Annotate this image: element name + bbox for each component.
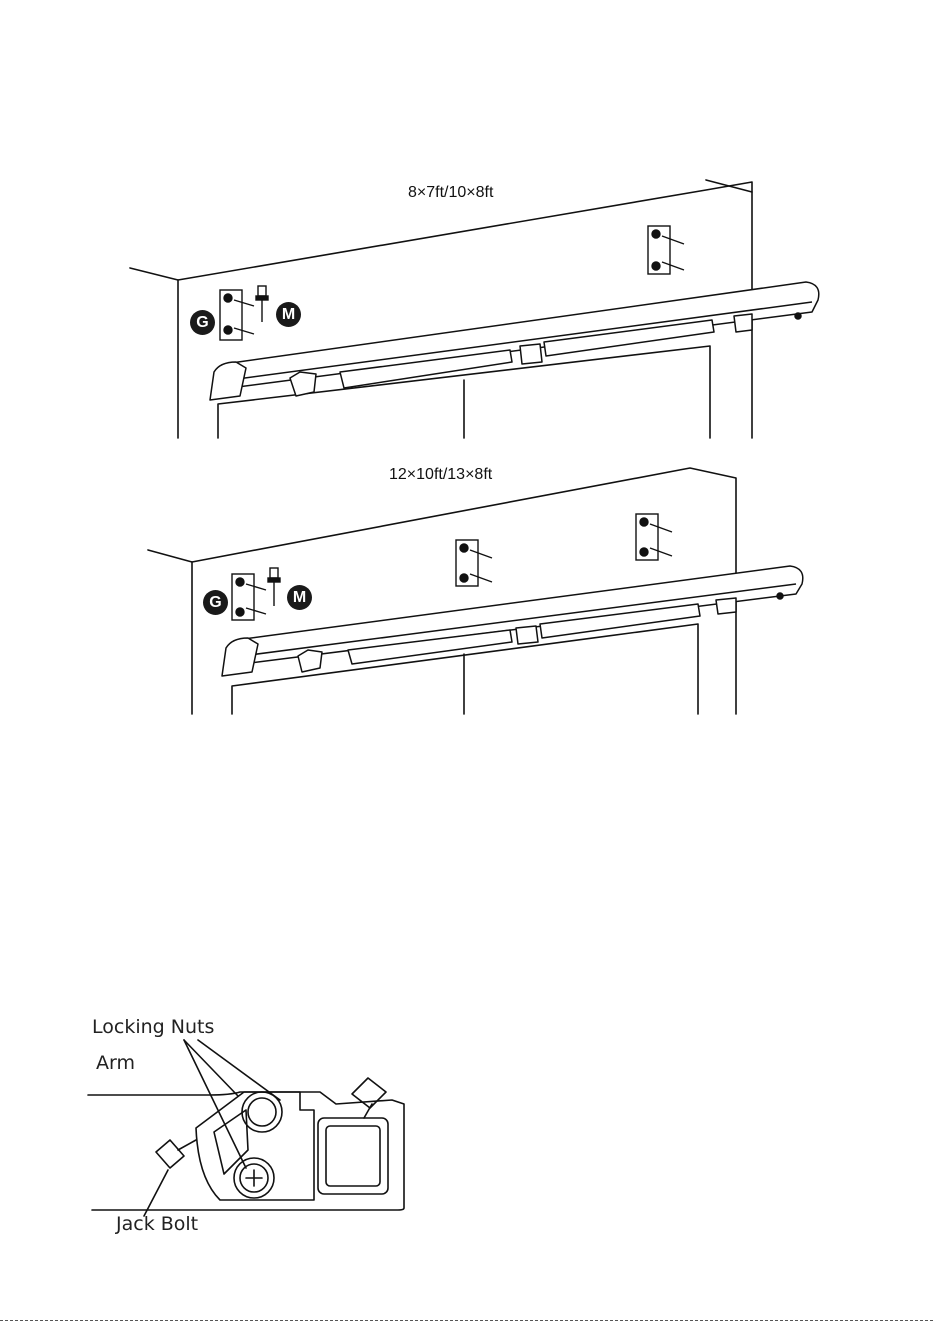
page-bottom-rule [0, 1320, 933, 1321]
